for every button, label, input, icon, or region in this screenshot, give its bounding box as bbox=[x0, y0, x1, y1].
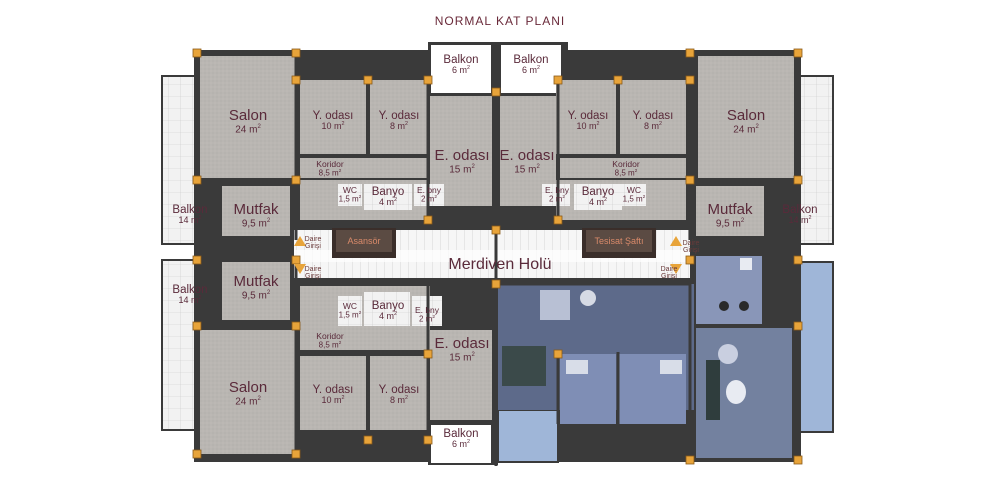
interior-walls bbox=[200, 56, 798, 466]
elevator-label: Asansör bbox=[347, 236, 381, 246]
top-balconies bbox=[429, 43, 563, 465]
stair-hall bbox=[294, 228, 690, 278]
plan-title: NORMAL KAT PLANI bbox=[434, 14, 566, 28]
rooms bbox=[200, 56, 794, 454]
entry-arrows bbox=[294, 236, 682, 274]
entry-label-bl: Daire Girişi bbox=[304, 266, 322, 280]
service-shaft-label: Tesisat Şaftı bbox=[594, 236, 644, 246]
furnished-unit bbox=[498, 256, 792, 458]
entry-label-tl: Daire Girişi bbox=[304, 236, 322, 250]
side-balconies bbox=[161, 75, 834, 433]
columns bbox=[192, 48, 803, 465]
stair-hall-label: Merdiven Holü bbox=[448, 256, 552, 273]
entry-label-tr: Daire Girişi bbox=[682, 240, 700, 254]
entry-label-br: Daire Girişi bbox=[660, 266, 678, 280]
